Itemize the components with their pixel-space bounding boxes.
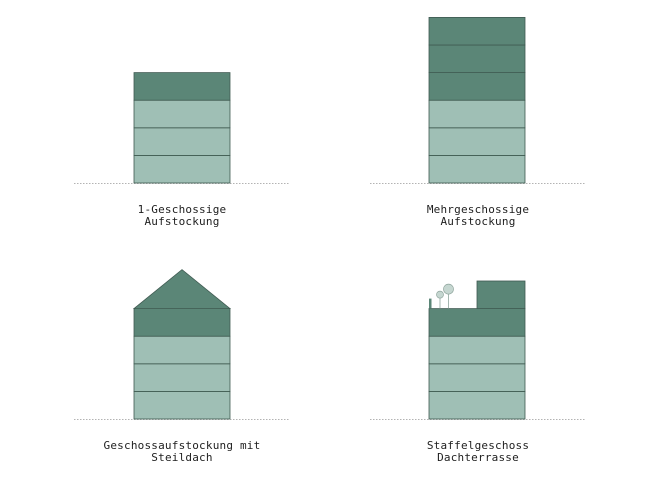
existing-floor <box>133 154 231 184</box>
caption-line: Mehrgeschossige <box>426 203 530 216</box>
pitched-roof <box>132 269 232 310</box>
existing-floor <box>428 390 526 420</box>
caption-line: Staffelgeschoss <box>426 439 530 452</box>
existing-floor <box>133 99 231 129</box>
caption-line: Aufstockung <box>144 215 220 228</box>
building-pitched-roof <box>74 269 290 420</box>
building-multi-storey <box>370 16 586 184</box>
building-terrace <box>370 280 586 420</box>
existing-floor <box>428 99 526 129</box>
caption-line: Steildach <box>151 451 213 464</box>
added-floor <box>428 72 526 101</box>
existing-floor <box>133 127 231 156</box>
added-floor <box>133 72 231 101</box>
caption-line: 1-Geschossige <box>137 203 227 216</box>
caption-line: Geschossaufstockung mit <box>103 439 261 452</box>
existing-floor <box>428 154 526 184</box>
added-floor <box>428 16 526 46</box>
tree-icon <box>443 283 454 295</box>
existing-floor <box>133 335 231 365</box>
added-floor <box>428 308 526 337</box>
added-floor <box>428 44 526 74</box>
caption-line: Aufstockung <box>440 215 516 228</box>
caption-multi-storey: Mehrgeschossige Aufstockung <box>368 204 588 228</box>
railing-post <box>429 298 432 309</box>
caption-line: Dachterrasse <box>437 451 519 464</box>
caption-single-storey: 1-Geschossige Aufstockung <box>72 204 292 228</box>
setback-storey <box>476 280 526 310</box>
existing-floor <box>133 363 231 392</box>
existing-floor <box>428 127 526 156</box>
added-floor <box>133 308 231 337</box>
existing-floor <box>428 363 526 392</box>
existing-floor <box>428 335 526 365</box>
existing-floor <box>133 390 231 420</box>
caption-terrace: Staffelgeschoss Dachterrasse <box>368 440 588 464</box>
caption-pitched-roof: Geschossaufstockung mit Steildach <box>72 440 292 464</box>
building-single-storey <box>74 72 290 184</box>
tree-icon <box>436 290 444 299</box>
